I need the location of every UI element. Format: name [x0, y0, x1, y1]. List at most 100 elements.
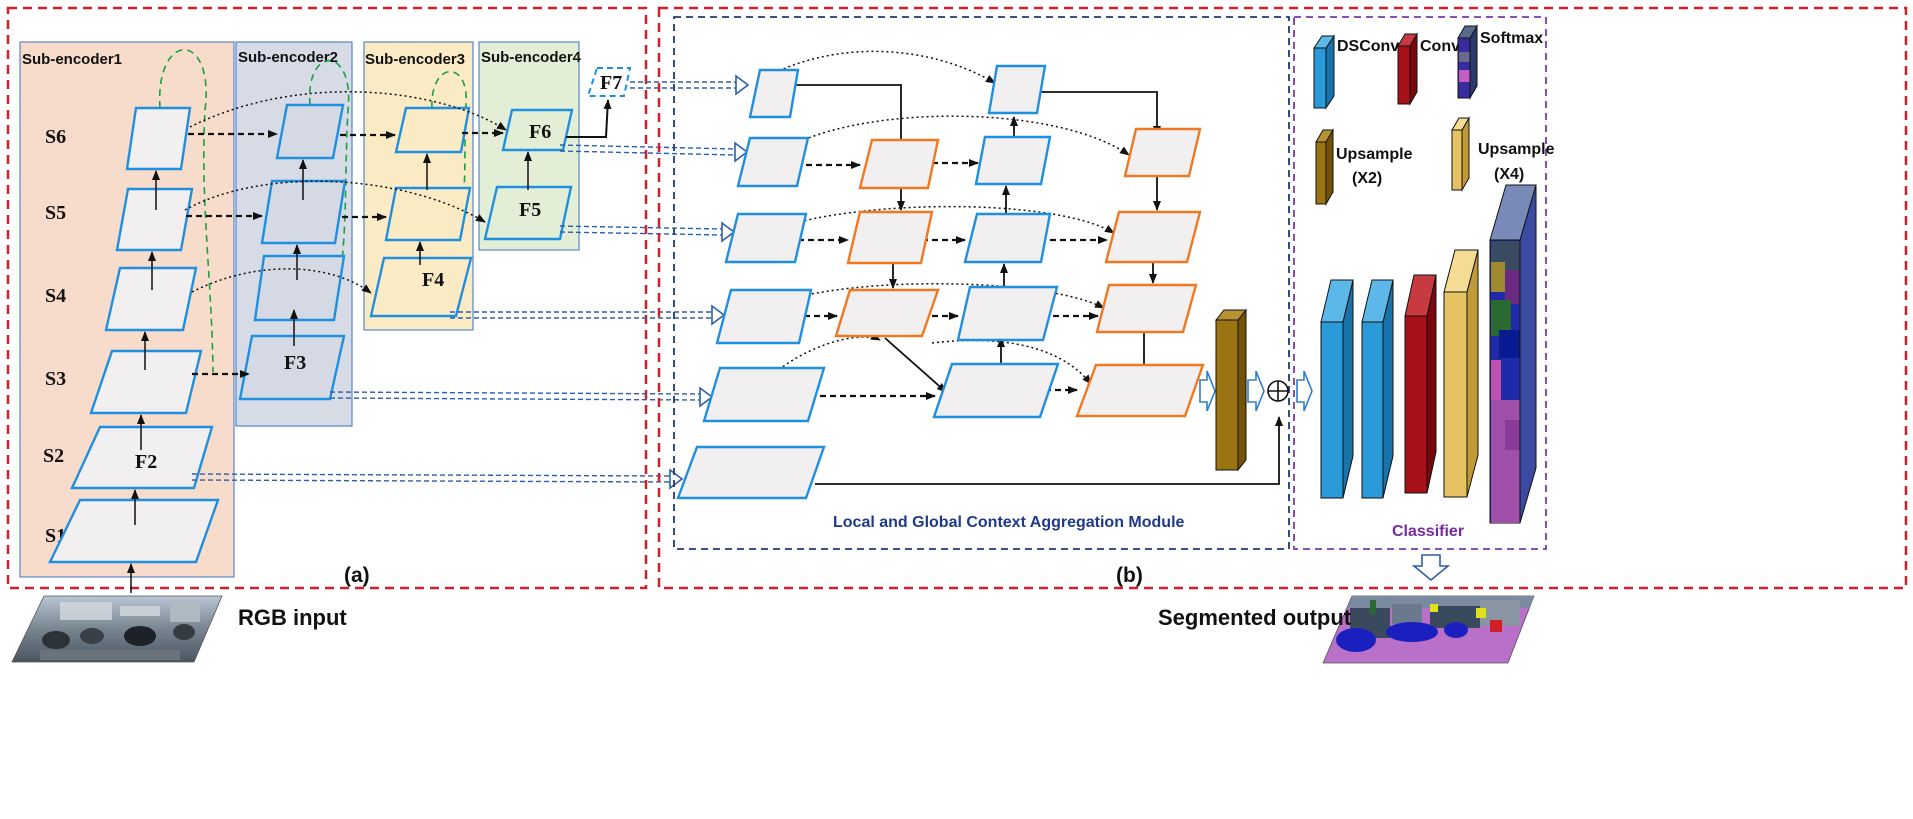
decoder-solid-lines	[796, 84, 1283, 485]
dec-node-b1	[748, 68, 800, 119]
dec-node-o6	[1095, 283, 1198, 334]
legend-upsample2-icon	[1315, 128, 1334, 206]
hollow-arrow-1	[1199, 370, 1216, 412]
legend-upsample2-label: Upsample	[1336, 146, 1413, 163]
encoder2-nodes	[238, 103, 347, 401]
hollow-flow-arrows	[1199, 370, 1313, 412]
feature-label-f5: F5	[519, 199, 541, 221]
dec-node-o7	[1075, 363, 1205, 418]
dec-node-o5	[1104, 210, 1202, 264]
dec-node-m3	[963, 212, 1052, 264]
rgb-input-label: RGB input	[238, 605, 347, 630]
dec-node-m4	[956, 285, 1059, 342]
segmented-output-image	[1322, 595, 1535, 664]
transfer-arrowheads	[669, 74, 750, 490]
encoder-dotted-arcs	[184, 91, 507, 294]
classifier-softmax-block	[1489, 184, 1537, 524]
enc2-node-s4	[253, 254, 346, 322]
hollow-arrow-2	[1247, 370, 1265, 412]
dec-node-m5	[932, 362, 1060, 419]
merge-add-icon	[1267, 380, 1289, 402]
legend-upsample4-icon	[1451, 116, 1470, 192]
dec-node-o4	[1123, 127, 1202, 178]
decoder-dotted-arcs	[754, 50, 1130, 387]
module-upsample-block	[1214, 308, 1248, 472]
feature-label-f6: F6	[529, 121, 551, 143]
green-dashed-loops	[159, 49, 467, 373]
stage-label-s4: S4	[45, 285, 66, 307]
hollow-arrow-3	[1296, 370, 1313, 412]
stage-label-s3: S3	[45, 368, 66, 390]
enc2-node-s3	[238, 334, 346, 401]
panel-a-label: (a)	[344, 564, 370, 587]
enc2-node-s6	[275, 103, 345, 160]
enc4-node-s6	[501, 108, 574, 152]
legend-upsample4-label: Upsample	[1478, 141, 1555, 158]
classifier-frame	[1293, 16, 1547, 550]
classifier-label: Classifier	[1392, 523, 1464, 540]
sub-encoder3-label: Sub-encoder3	[365, 51, 465, 68]
sub-encoder2-label: Sub-encoder2	[238, 49, 338, 66]
panel-b-frame	[657, 6, 1908, 590]
stage-label-s6: S6	[45, 126, 66, 148]
enc3-node-s4	[369, 256, 473, 318]
enc1-node-s3	[89, 349, 203, 415]
dec-node-b5	[702, 366, 826, 423]
dec-node-o2	[846, 210, 934, 265]
legend-softmax-icon	[1457, 24, 1478, 100]
module-label: Local and Global Context Aggregation Mod…	[833, 514, 1185, 531]
feature-label-f4: F4	[422, 269, 444, 291]
legend-dsconv-icon	[1313, 34, 1335, 110]
sub-encoder4-label: Sub-encoder4	[481, 49, 582, 66]
classifier-conv-block	[1404, 274, 1437, 494]
enc1-node-s5	[115, 187, 194, 252]
enc3-node-s6	[394, 106, 471, 154]
segmented-output-label: Segmented output	[1158, 605, 1352, 630]
f7-node	[586, 67, 632, 97]
dec-node-m2	[974, 135, 1052, 186]
stage-label-s2: S2	[43, 445, 64, 467]
dec-node-o3	[834, 288, 940, 338]
classifier-upsample4-block	[1443, 249, 1479, 498]
feature-label-f3: F3	[284, 352, 306, 374]
rgb-input-image	[11, 595, 223, 663]
f6-to-f7-connector	[566, 99, 612, 138]
legend-conv-label: Conv	[1420, 38, 1460, 55]
enc1-node-s6	[125, 106, 192, 171]
panel-a-frame	[6, 6, 648, 590]
dec-node-b2	[736, 136, 810, 188]
dec-node-b6	[676, 445, 826, 500]
decoder-blue-nodes	[676, 64, 1060, 500]
dec-node-o1	[858, 138, 940, 190]
enc1-node-s1	[48, 498, 220, 564]
dec-node-b4	[715, 288, 813, 345]
legend-upsample4-scale: (X4)	[1494, 166, 1524, 183]
encoder1-nodes	[48, 106, 220, 564]
encoder4-nodes	[483, 108, 574, 241]
classifier-dsconv-block-1	[1320, 279, 1354, 499]
classifier-dsconv-block-2	[1361, 279, 1394, 499]
output-down-arrow	[1411, 554, 1451, 582]
module-frame	[673, 16, 1290, 550]
encoder3-nodes	[369, 106, 473, 318]
panel-b-label: (b)	[1116, 564, 1143, 587]
dec-node-b3	[724, 212, 808, 264]
legend-softmax-label: Softmax	[1480, 30, 1543, 47]
dec-node-m1	[987, 64, 1047, 115]
feature-label-f2: F2	[135, 451, 157, 473]
decoder-dashed-arrows	[794, 159, 1108, 400]
stage-label-s5: S5	[45, 202, 66, 224]
enc1-node-s4	[104, 266, 198, 332]
enc1-node-s2	[70, 425, 214, 490]
legend-dsconv-label: DSConv	[1337, 38, 1399, 55]
feature-label-f7: F7	[600, 72, 622, 94]
legend-upsample2-scale: (X2)	[1352, 170, 1382, 187]
encoder-dashed-arrows	[186, 129, 504, 378]
enc3-node-s5	[384, 186, 472, 242]
legend-conv-icon	[1397, 32, 1418, 106]
encoder-up-arrows	[127, 151, 532, 593]
sub-encoder1-label: Sub-encoder1	[22, 51, 122, 68]
decoder-orange-nodes	[834, 127, 1205, 418]
encoder-to-decoder-transfers	[191, 81, 736, 483]
